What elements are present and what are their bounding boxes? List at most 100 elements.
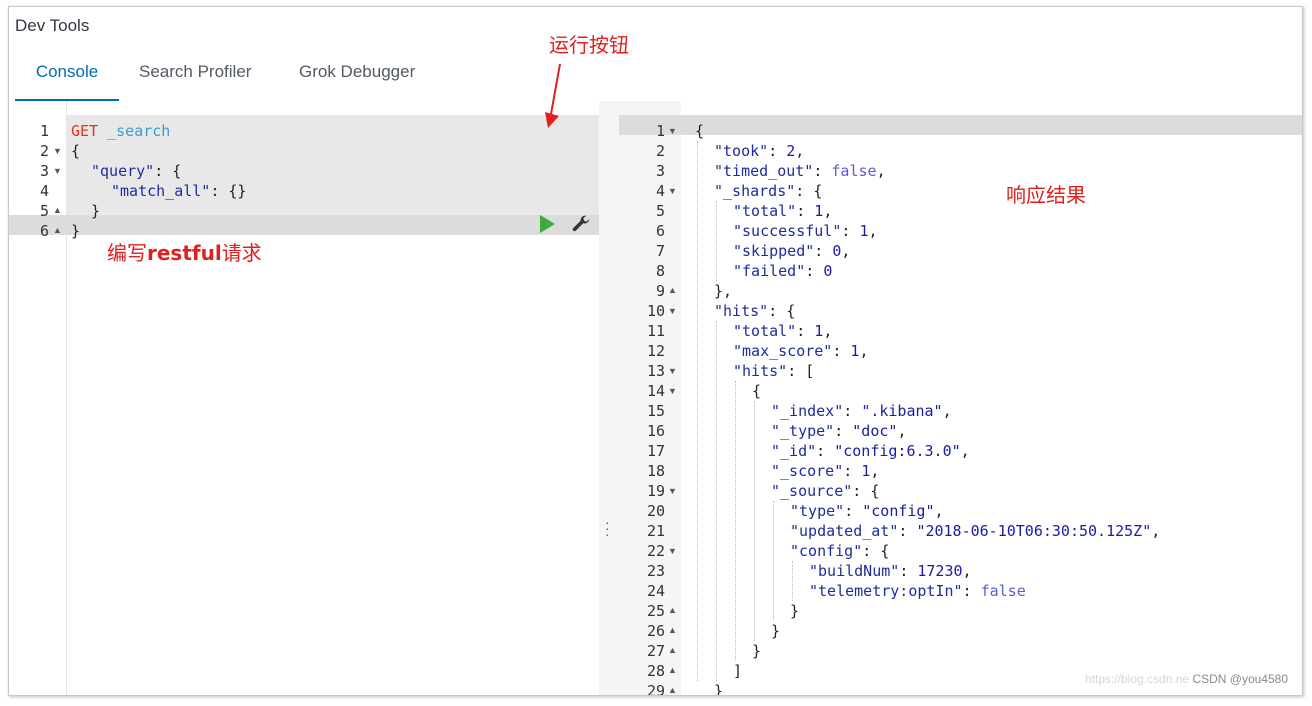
line-number: 8	[655, 262, 665, 280]
fold-open-icon[interactable]: ▼	[668, 386, 677, 396]
wrench-icon[interactable]	[569, 213, 593, 235]
json-key: "config"	[790, 542, 863, 560]
json-key: "_score"	[771, 462, 844, 480]
response-line: "took": 2,	[714, 142, 805, 160]
line-number: 2	[655, 142, 665, 160]
json-key: "buildNum"	[809, 562, 900, 580]
request-endpoint: _search	[107, 122, 171, 140]
watermark-faint: https://blog.csdn.ne	[1085, 672, 1190, 686]
fold-open-icon[interactable]: ▼	[668, 546, 677, 556]
response-line: "max_score": 1,	[733, 342, 869, 360]
json-key: "query"	[91, 162, 155, 180]
json-value: false	[980, 582, 1026, 600]
json-value: 0	[823, 262, 833, 280]
line-number: 16	[646, 422, 665, 440]
request-active-line	[9, 215, 599, 235]
response-line: "successful": 1,	[733, 222, 878, 240]
fold-open-icon[interactable]: ▼	[668, 186, 677, 196]
fold-open-icon[interactable]: ▼	[668, 486, 677, 496]
tab-grok-debugger[interactable]: Grok Debugger	[299, 62, 416, 81]
response-line: }	[771, 622, 781, 640]
request-gutter	[9, 101, 67, 695]
fold-open-icon[interactable]: ▼	[53, 146, 62, 156]
response-line: "total": 1,	[733, 322, 833, 340]
line-number: 21	[646, 522, 665, 540]
indent-guide	[754, 401, 755, 641]
dev-tools-window: Dev Tools Console Search Profiler Grok D…	[8, 6, 1303, 696]
fold-close-icon[interactable]: ▲	[668, 605, 677, 615]
line-number: 20	[646, 502, 665, 520]
response-active-line	[619, 115, 1302, 135]
line-number: 15	[646, 402, 665, 420]
json-value: "doc"	[852, 422, 898, 440]
line-number: 14	[646, 382, 665, 400]
fold-open-icon[interactable]: ▼	[668, 126, 677, 136]
line-number: 10	[646, 302, 665, 320]
json-punct: : {}	[210, 182, 247, 200]
request-code-area[interactable]	[67, 101, 599, 695]
fold-open-icon[interactable]: ▼	[668, 306, 677, 316]
fold-open-icon[interactable]: ▼	[668, 366, 677, 376]
tab-bar: Console Search Profiler Grok Debugger	[9, 55, 445, 102]
json-key: "max_score"	[733, 342, 833, 360]
response-gutter	[619, 101, 681, 695]
response-line: {	[695, 122, 705, 140]
line-number: 18	[646, 462, 665, 480]
annotation-prefix: 编写	[107, 241, 147, 265]
line-number: 4	[655, 182, 665, 200]
request-line: }	[71, 222, 81, 240]
fold-close-icon[interactable]: ▲	[53, 225, 62, 235]
indent-guide	[716, 201, 717, 281]
json-value: 1	[859, 222, 869, 240]
request-editor[interactable]: 1 2 ▼ 3 ▼ 4 5 ▲ 6 ▲ GET _search { "query…	[9, 101, 599, 695]
line-number: 25	[646, 602, 665, 620]
pane-resizer[interactable]	[599, 101, 619, 695]
line-number: 1	[655, 122, 665, 140]
response-line: "timed_out": false,	[714, 162, 886, 180]
fold-close-icon[interactable]: ▲	[668, 625, 677, 635]
fold-close-icon[interactable]: ▲	[668, 285, 677, 295]
request-line: {	[71, 142, 81, 160]
line-number: 6	[39, 222, 49, 240]
vertical-dots-icon[interactable]: ···	[605, 514, 610, 542]
line-number: 28	[646, 662, 665, 680]
json-value: 17230	[917, 562, 963, 580]
line-number: 4	[39, 182, 49, 200]
tab-console[interactable]: Console	[15, 55, 119, 101]
request-highlight	[67, 115, 599, 215]
json-key: "took"	[714, 142, 769, 160]
response-line: "_type": "doc",	[771, 422, 907, 440]
line-number: 3	[655, 162, 665, 180]
json-value: "config:6.3.0"	[834, 442, 961, 460]
json-value: 1	[814, 202, 824, 220]
response-line: "_shards": {	[714, 182, 823, 200]
json-value: "config"	[862, 502, 935, 520]
fold-close-icon[interactable]: ▲	[53, 205, 62, 215]
fold-close-icon[interactable]: ▲	[668, 685, 677, 695]
response-line: "_index": ".kibana",	[771, 402, 952, 420]
fold-open-icon[interactable]: ▼	[53, 166, 62, 176]
json-value: 1	[861, 462, 871, 480]
line-number: 2	[39, 142, 49, 160]
tab-search-profiler[interactable]: Search Profiler	[139, 62, 252, 81]
write-request-annotation: 编写restful请求	[107, 237, 262, 266]
indent-guide	[697, 141, 698, 681]
response-line: "config": {	[790, 542, 890, 560]
json-key: "skipped"	[733, 242, 815, 260]
json-key: "total"	[733, 322, 797, 340]
fold-close-icon[interactable]: ▲	[668, 645, 677, 655]
response-line: "telemetry:optIn": false	[809, 582, 1026, 600]
line-number: 26	[646, 622, 665, 640]
fold-close-icon[interactable]: ▲	[668, 665, 677, 675]
response-line: "skipped": 0,	[733, 242, 851, 260]
run-button[interactable]	[540, 215, 555, 233]
line-number: 27	[646, 642, 665, 660]
json-key: "type"	[790, 502, 845, 520]
app-title: Dev Tools	[15, 16, 90, 35]
response-line: }	[790, 602, 800, 620]
indent-guide	[716, 321, 717, 681]
response-line: "type": "config",	[790, 502, 944, 520]
response-line: ]	[733, 662, 743, 680]
json-value: "2018-06-10T06:30:50.125Z"	[916, 522, 1152, 540]
line-number: 22	[646, 542, 665, 560]
